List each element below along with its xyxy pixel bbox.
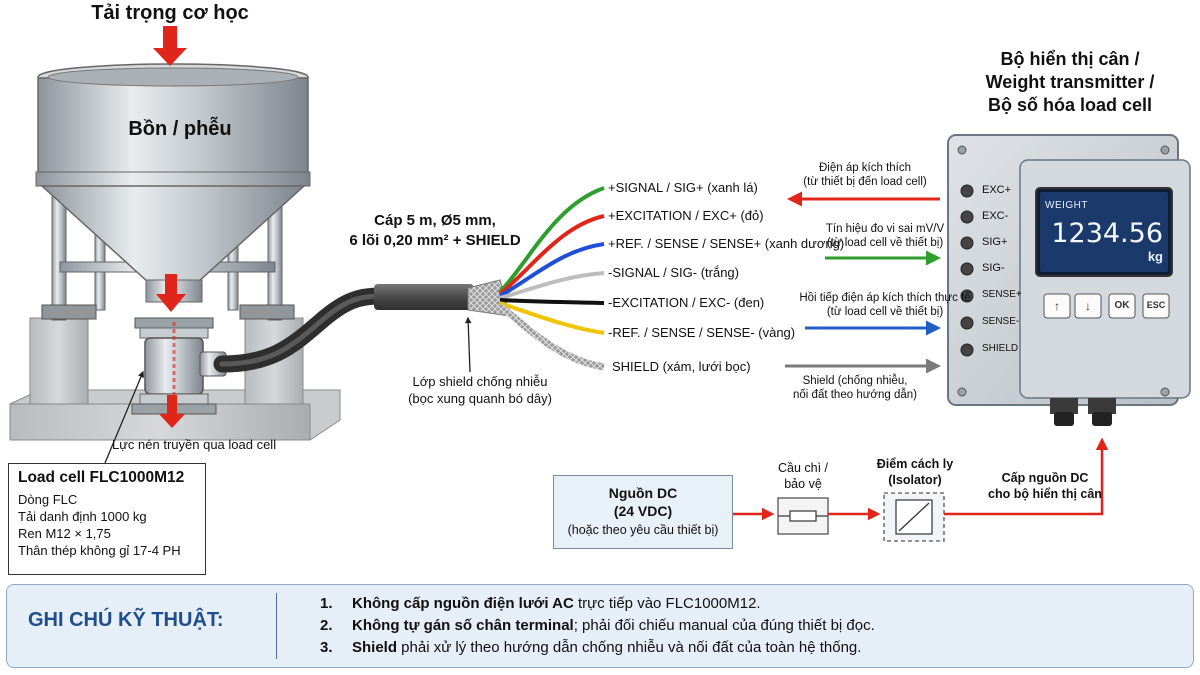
psu-title: Nguồn DC <box>608 485 678 501</box>
excitation-description: Điện áp kích thích (từ thiết bị đến load… <box>780 161 950 189</box>
shield-note-line-1: Lớp shield chống nhiễu <box>412 374 548 389</box>
terminal-sig-plus: SIG+ <box>982 236 1008 248</box>
loadcell-callout-line <box>104 370 144 464</box>
cable-spec-line-2: 6 lõi 0,20 mm² + SHIELD <box>349 232 521 249</box>
power-feed-label: Cấp nguồn DC cho bộ hiển thị cân <box>975 470 1115 502</box>
note-number: 1. <box>320 595 333 612</box>
fuse-label: Cầu chì / bảo vệ <box>763 460 843 492</box>
note-bold: Không cấp nguồn điện lưới AC <box>352 595 574 612</box>
terminal-sig-minus: SIG- <box>982 262 1005 274</box>
terminal-sense-minus: SENSE- <box>982 316 1020 327</box>
sense-description: Hồi tiếp điện áp kích thích thực tế (từ … <box>790 291 980 319</box>
shield-desc-line-2: nối đất theo hướng dẫn) <box>793 389 917 401</box>
wire-fan <box>497 186 605 371</box>
technical-notes-heading: GHI CHÚ KỸ THUẬT: <box>28 609 224 631</box>
fuse-label-line-2: bảo vệ <box>784 477 822 491</box>
note-item-1: 1. Không cấp nguồn điện lưới AC trực tiếp… <box>320 595 761 612</box>
loadcell-spec-line: Dòng FLC <box>18 492 78 507</box>
wire-label-exc-plus: +EXCITATION / EXC+ (đỏ) <box>608 208 764 223</box>
power-chain <box>733 437 1109 542</box>
shield-desc-line-1: Shield (chống nhiễu, <box>802 375 908 387</box>
note-item-3: 3. Shield phải xử lý theo hướng dẫn chống… <box>320 639 861 656</box>
loadcell-spec-line: Ren M12 × 1,75 <box>18 526 111 541</box>
lcd-label: WEIGHT <box>1045 200 1088 211</box>
wire-label-exc-minus: -EXCITATION / EXC- (đen) <box>608 295 765 310</box>
mechanical-load-label: Tải trọng cơ học <box>91 2 249 24</box>
sense-line-2: (từ load cell về thiết bị) <box>826 306 944 318</box>
up-arrow-icon[interactable]: ↑ <box>1054 299 1060 313</box>
terminal-screws <box>960 184 974 357</box>
wire-label-shield: SHIELD (xám, lưới bọc) <box>612 359 751 374</box>
note-text: ; phải đối chiếu manual của đúng thiết b… <box>573 617 875 634</box>
note-text: trực tiếp vào FLC1000M12. <box>573 595 761 612</box>
signal-line-2: (từ load cell về thiết bị) <box>826 237 944 249</box>
note-item-2: 2. Không tự gán số chân terminal; phải đố… <box>320 617 875 634</box>
loadcell-spec-line: Tải danh định 1000 kg <box>18 509 147 524</box>
loadcell-title: Load cell FLC1000M12 <box>18 469 185 486</box>
psu-note: (hoặc theo yêu cầu thiết bị) <box>567 523 719 537</box>
note-number: 3. <box>320 639 333 656</box>
note-bold: Không tự gán số chân terminal <box>352 617 574 634</box>
loadcell-spec-line: Thân thép không gỉ 17-4 PH <box>18 543 181 558</box>
dc-power-supply: Nguồn DC (24 VDC) (hoặc theo yêu cầu thi… <box>553 475 733 549</box>
isolator-label-line-1: Điểm cách ly <box>876 457 954 471</box>
top-load-arrow <box>153 26 187 66</box>
shield-note-line-2: (bọc xung quanh bó dây) <box>408 391 552 406</box>
wire-label-sense-plus: +REF. / SENSE / SENSE+ (xanh dương) <box>608 236 845 251</box>
through-loadcell-arrow <box>159 395 185 428</box>
display-title-line-2: Weight transmitter / <box>985 72 1155 92</box>
cable-spec-label: Cáp 5 m, Ø5 mm, 6 lõi 0,20 mm² + SHIELD <box>335 211 535 251</box>
lcd-weight-value: 1234.56 <box>1051 218 1163 249</box>
power-feed-line-1: Cấp nguồn DC <box>1001 471 1089 485</box>
shield-description: Shield (chống nhiễu, nối đất theo hướng … <box>780 374 930 402</box>
terminal-exc-minus: EXC- <box>982 210 1009 222</box>
terminal-shield: SHIELD <box>982 343 1019 354</box>
note-text: phải xử lý theo hướng dẫn chống nhiễu và… <box>397 639 862 656</box>
weight-transmitter <box>947 134 1191 426</box>
notes-divider <box>276 593 277 659</box>
lcd-unit: kg <box>1147 249 1163 264</box>
wire-label-sig-plus: +SIGNAL / SIG+ (xanh lá) <box>608 180 758 195</box>
display-title-line-1: Bộ hiển thị cân / <box>1000 49 1140 69</box>
wire-label-sig-minus: -SIGNAL / SIG- (trắng) <box>608 265 739 280</box>
terminal-sense-plus: SENSE+ <box>982 289 1022 300</box>
note-bold: Shield <box>352 639 398 656</box>
shield-note-pointer <box>464 316 472 373</box>
ok-button[interactable]: OK <box>1114 300 1130 311</box>
fuse-label-line-1: Cầu chì / <box>777 461 829 475</box>
shield-note: Lớp shield chống nhiễu (bọc xung quanh b… <box>380 373 580 407</box>
signal-description: Tín hiệu đo vi sai mV/V (từ load cell về… <box>805 222 965 250</box>
signal-arrows <box>785 191 941 374</box>
isolator-label: Điểm cách ly (Isolator) <box>870 456 960 488</box>
excitation-line-1: Điện áp kích thích <box>818 162 912 174</box>
display-title: Bộ hiển thị cân / Weight transmitter / B… <box>945 48 1195 117</box>
sense-line-1: Hồi tiếp điện áp kích thích thực tế <box>799 292 971 304</box>
force-label: Lực nén truyền qua load cell <box>112 437 277 452</box>
technical-notes-panel <box>6 584 1194 668</box>
down-arrow-icon[interactable]: ↓ <box>1085 299 1091 313</box>
wire-label-sense-minus: -REF. / SENSE / SENSE- (vàng) <box>608 325 796 340</box>
isolator-label-line-2: (Isolator) <box>888 473 942 487</box>
excitation-line-2: (từ thiết bị đến load cell) <box>803 176 927 188</box>
display-title-line-3: Bộ số hóa load cell <box>987 95 1153 115</box>
terminal-exc-plus: EXC+ <box>982 184 1012 196</box>
hopper-label: Bồn / phễu <box>128 118 232 140</box>
load-arrows <box>153 26 187 428</box>
psu-voltage: (24 VDC) <box>613 503 673 519</box>
loadcell-info-box: Load cell FLC1000M12 Dòng FLC Tải danh đ… <box>8 463 206 575</box>
signal-line-1: Tín hiệu đo vi sai mV/V <box>825 223 945 235</box>
hopper-outlet-arrow <box>156 274 186 312</box>
cable-spec-line-1: Cáp 5 m, Ø5 mm, <box>374 212 496 229</box>
note-number: 2. <box>320 617 333 634</box>
power-feed-line-2: cho bộ hiển thị cân <box>988 487 1102 501</box>
esc-button[interactable]: ESC <box>1146 300 1166 310</box>
signal-cable <box>213 279 511 373</box>
